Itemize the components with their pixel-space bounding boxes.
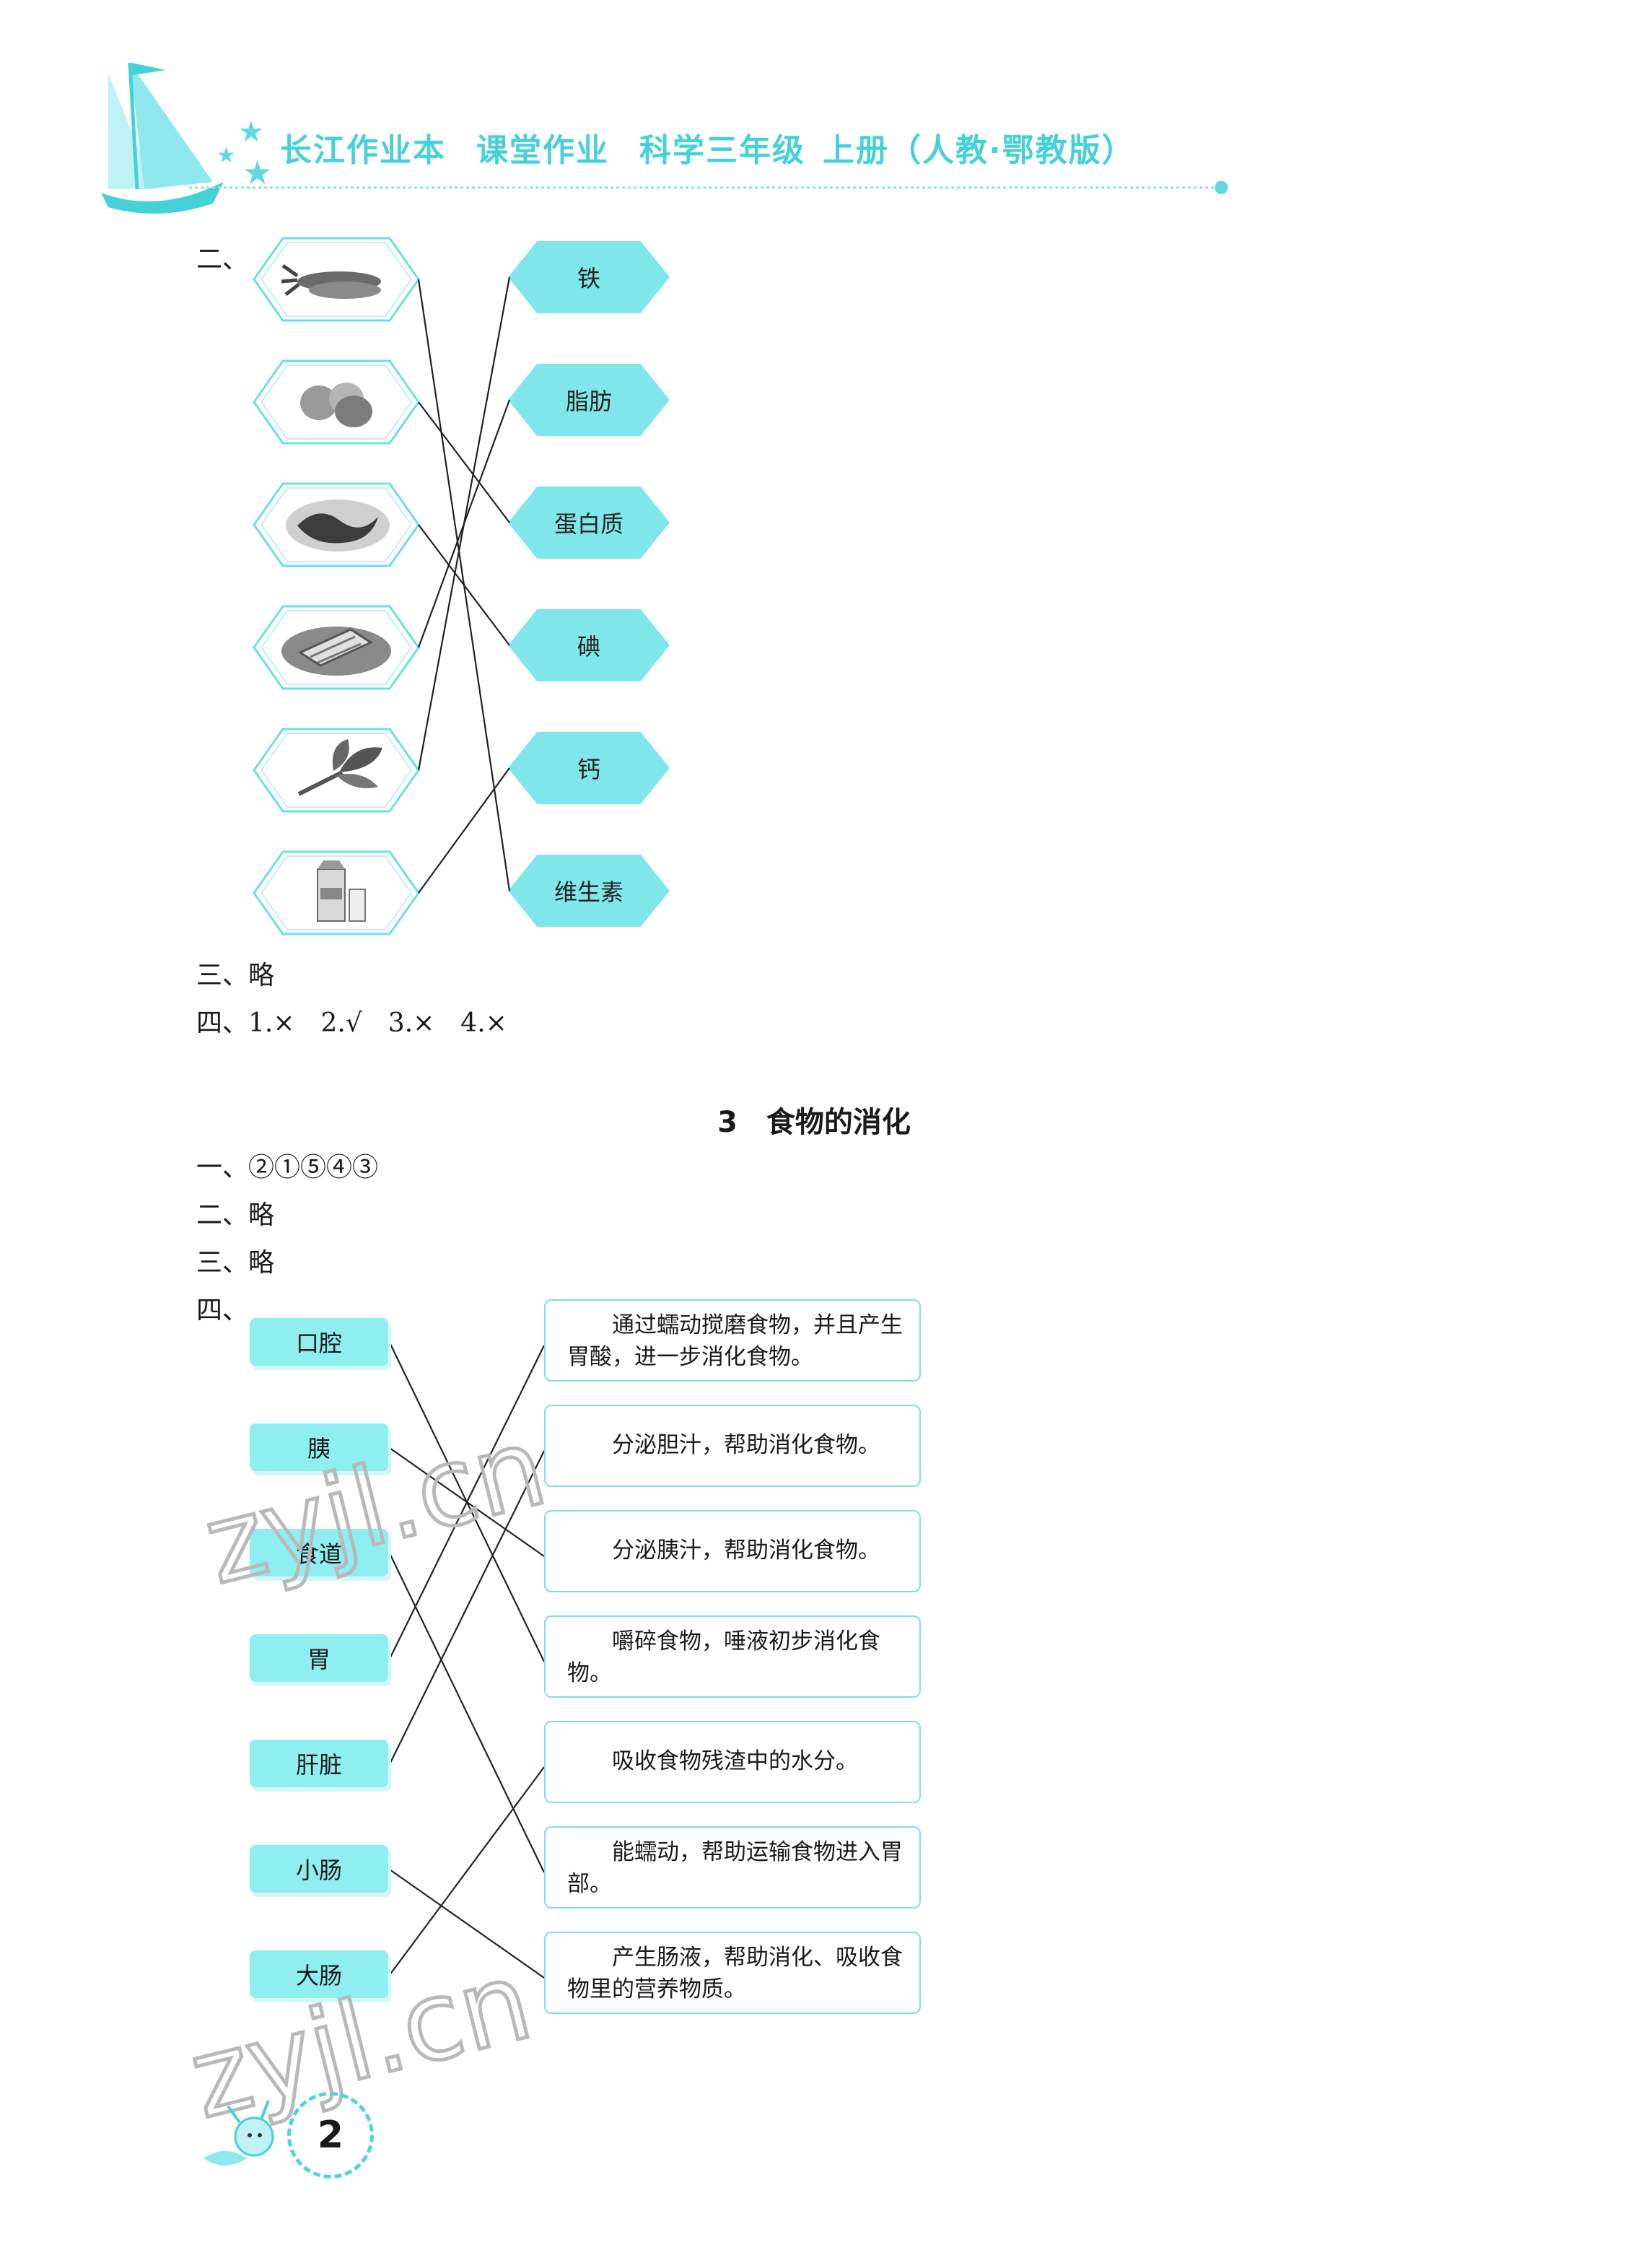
- header-type: 课堂作业: [476, 132, 609, 169]
- organ-box: 小肠: [250, 1845, 388, 1893]
- organ-box: 口腔: [250, 1318, 388, 1366]
- match-line: [389, 1450, 545, 1765]
- nutrient-label: 脂肪: [508, 364, 670, 436]
- nutrient-label: 维生素: [508, 855, 670, 927]
- dot-icon: ●: [1214, 176, 1229, 196]
- header-divider: [189, 186, 1221, 189]
- page-number: 2: [287, 2092, 374, 2178]
- organ-box: 大肠: [250, 1950, 388, 1998]
- function-box: 产生肠液，帮助消化、吸收食物里的营养物质。: [544, 1932, 921, 2014]
- organ-box: 食道: [250, 1529, 388, 1576]
- match-line: [389, 1869, 545, 1979]
- header-volume: 上册（人教·鄂教版）: [823, 132, 1135, 169]
- kelp-image: [253, 482, 420, 567]
- header-series: 长江作业本: [280, 132, 446, 169]
- milk-image: [253, 850, 420, 935]
- q1-answer: 一、②①⑤④③: [196, 1153, 379, 1182]
- meat-image: [253, 605, 420, 690]
- nutrient-label: 铁: [508, 241, 670, 313]
- header-subject: 科学三年级: [639, 132, 805, 169]
- header-title: 长江作业本课堂作业科学三年级上册（人教·鄂教版）: [280, 124, 1135, 170]
- carrot-image: [253, 237, 420, 322]
- function-box: 分泌胆汁，帮助消化食物。: [544, 1405, 921, 1487]
- q2-answer: 二、略: [196, 1200, 275, 1230]
- organ-box: 胰: [250, 1423, 388, 1471]
- part2-label: 二、: [196, 245, 249, 274]
- q3-answer: 三、略: [196, 1248, 275, 1278]
- star-icon: ★: [216, 143, 236, 168]
- match-line: [389, 1553, 545, 1873]
- match-line: [418, 401, 510, 523]
- nutrient-label: 钙: [508, 732, 670, 804]
- function-box: 能蠕动，帮助运输食物进入胃部。: [544, 1826, 921, 1909]
- mascot-icon: [204, 2100, 274, 2165]
- match-line: [418, 524, 510, 646]
- eggs-image: [253, 359, 420, 445]
- match-line: [389, 1766, 545, 1976]
- function-box: 吸收食物残渣中的水分。: [544, 1721, 921, 1803]
- greens-image: [253, 728, 420, 813]
- star-icon: ★: [238, 115, 264, 149]
- sailboat-logo-icon: [101, 62, 224, 214]
- star-icon: ★: [242, 153, 273, 192]
- match-line: [389, 1345, 545, 1659]
- organ-box: 胃: [250, 1634, 388, 1682]
- function-box: 嚼碎食物，唾液初步消化食物。: [544, 1615, 921, 1698]
- function-box: 通过蠕动搅磨食物，并且产生胃酸，进一步消化食物。: [544, 1299, 921, 1382]
- part4-answer: 四、1.× 2.√ 3.× 4.×: [196, 1008, 507, 1038]
- nutrient-label: 蛋白质: [508, 487, 670, 559]
- q4-label: 四、: [196, 1296, 249, 1325]
- section-title: 3 食物的消化: [717, 1106, 911, 1139]
- match-line: [417, 276, 511, 771]
- organ-box: 肝脏: [250, 1740, 388, 1787]
- function-box: 分泌胰汁，帮助消化食物。: [544, 1510, 921, 1592]
- part3-answer: 三、略: [196, 961, 275, 990]
- match-line: [418, 767, 510, 894]
- nutrient-label: 碘: [508, 609, 670, 681]
